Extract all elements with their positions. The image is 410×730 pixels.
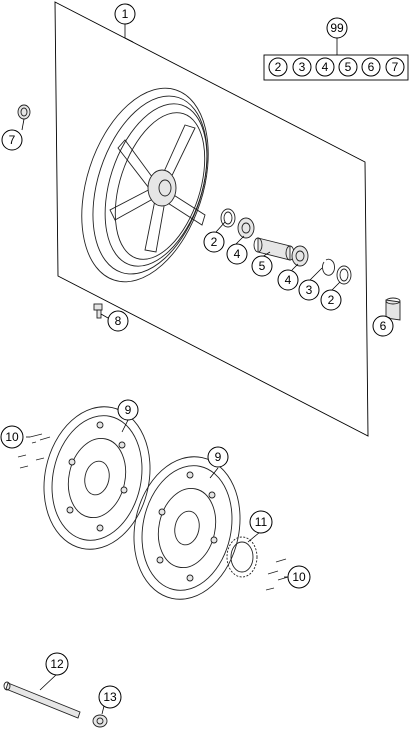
svg-text:6: 6 xyxy=(380,319,387,333)
kit-item-4: 4 xyxy=(315,57,335,77)
callout-7: 7 xyxy=(1,129,23,151)
svg-text:4: 4 xyxy=(234,247,241,261)
svg-text:13: 13 xyxy=(103,690,117,704)
circlip xyxy=(322,258,335,276)
callout-3: 3 xyxy=(298,279,320,301)
callout-12: 12 xyxy=(45,652,69,676)
svg-text:2: 2 xyxy=(328,293,335,307)
svg-text:3: 3 xyxy=(299,60,306,74)
svg-text:5: 5 xyxy=(345,60,352,74)
svg-text:3: 3 xyxy=(306,283,313,297)
brake-disc-left xyxy=(43,406,151,550)
callout-8: 8 xyxy=(107,310,129,332)
svg-text:7: 7 xyxy=(9,133,16,147)
kit-item-6: 6 xyxy=(361,57,381,77)
callout-2-left: 2 xyxy=(203,231,225,253)
svg-text:1: 1 xyxy=(122,7,129,21)
kit-item-5: 5 xyxy=(338,57,358,77)
kit-contents-box xyxy=(263,54,409,81)
svg-text:6: 6 xyxy=(368,60,375,74)
wheel-axle xyxy=(3,681,81,719)
kit-item-3: 3 xyxy=(292,57,312,77)
bearing-seal-left xyxy=(220,208,236,228)
wheel-assembly-panel xyxy=(54,1,369,437)
tire-valve xyxy=(93,303,103,319)
spacer-bushing-right xyxy=(385,297,401,321)
disc-screws-left xyxy=(17,433,51,469)
callout-4-left: 4 xyxy=(226,243,248,265)
svg-text:8: 8 xyxy=(115,314,122,328)
disc-screws-right xyxy=(265,558,289,591)
callout-99: 99 xyxy=(326,17,348,39)
kit-item-7: 7 xyxy=(385,57,405,77)
wheel-rim xyxy=(81,87,209,283)
callout-2-right: 2 xyxy=(320,289,342,311)
svg-text:2: 2 xyxy=(211,235,218,249)
callout-9-right: 9 xyxy=(207,446,229,468)
svg-text:9: 9 xyxy=(215,450,222,464)
callout-9-left: 9 xyxy=(117,399,139,421)
callout-10-right: 10 xyxy=(287,565,311,589)
svg-text:10: 10 xyxy=(5,430,19,444)
brake-disc-right xyxy=(133,456,241,600)
callout-11: 11 xyxy=(249,510,273,534)
bearing-right xyxy=(291,245,309,267)
axle-nut xyxy=(92,714,108,728)
svg-text:11: 11 xyxy=(255,515,268,529)
svg-text:7: 7 xyxy=(392,60,399,74)
spacer-ring-left xyxy=(17,104,31,120)
svg-text:9: 9 xyxy=(125,403,132,417)
kit-item-2: 2 xyxy=(268,57,288,77)
callout-10-left: 10 xyxy=(0,425,24,449)
bearing-left xyxy=(237,217,255,239)
callout-4-right: 4 xyxy=(277,269,299,291)
callout-5: 5 xyxy=(251,255,273,277)
svg-text:5: 5 xyxy=(259,259,266,273)
callout-13: 13 xyxy=(98,685,122,709)
svg-text:99: 99 xyxy=(330,21,344,35)
svg-text:10: 10 xyxy=(292,570,306,584)
callout-6: 6 xyxy=(372,315,394,337)
leader-lines xyxy=(21,24,391,715)
bearing-seal-right xyxy=(336,265,352,285)
svg-text:4: 4 xyxy=(285,273,292,287)
svg-text:12: 12 xyxy=(50,657,64,671)
callout-1: 1 xyxy=(114,3,136,25)
svg-text:4: 4 xyxy=(322,60,329,74)
abs-sensor-ring xyxy=(226,536,258,578)
svg-text:2: 2 xyxy=(275,60,282,74)
